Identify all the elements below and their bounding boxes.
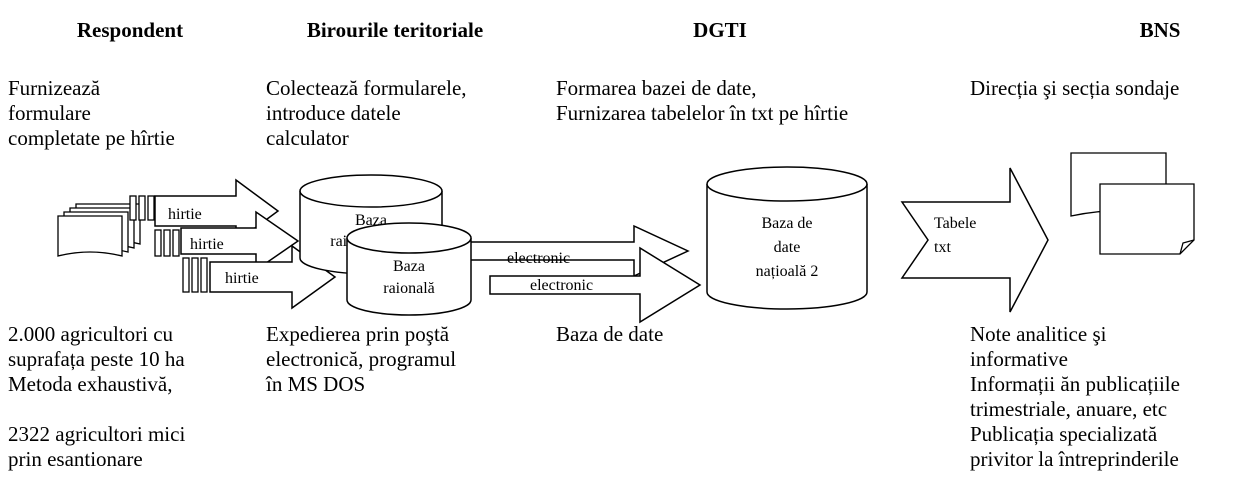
text-line: 2.000 agricultori cu — [8, 322, 174, 346]
db-label: Baza de — [761, 215, 812, 232]
text-line: privitor la întreprinderile — [970, 447, 1179, 471]
text-line: în MS DOS — [266, 372, 366, 396]
header-respondent: Respondent — [76, 18, 184, 42]
text-line: trimestriale, anuare, etc — [970, 397, 1168, 421]
text-line: electronică, programul — [266, 347, 457, 371]
electronic-arrow-label: electronic — [507, 250, 570, 267]
documents-icon — [1070, 152, 1195, 255]
text-line: suprafața peste 10 ha — [8, 347, 185, 371]
respondent-bottom-text: 2.000 agricultori cu suprafața peste 10 … — [8, 322, 185, 472]
respondent-top-text: Furnizează formulare completate pe hîrti… — [8, 76, 175, 151]
paper-arrow-label: hirtie — [225, 270, 259, 287]
header-bns: BNS — [1139, 18, 1181, 42]
text-line: Note analitice şi — [970, 322, 1107, 346]
national-database — [706, 166, 868, 310]
header-dgti: DGTI — [693, 18, 747, 42]
birourile-top-text: Colectează formularele, introduce datele… — [266, 76, 467, 151]
db-label: națioală 2 — [756, 263, 819, 280]
tables-arrow-label: txt — [934, 239, 951, 256]
text-line: Furnizarea tabelelor în txt pe hîrtie — [556, 101, 849, 125]
db-label: Baza — [393, 258, 425, 275]
electronic-arrow-label: electronic — [530, 277, 593, 294]
bns-top-text: Direcția şi secția sondaje — [970, 76, 1179, 101]
paper-arrow-label: hirtie — [190, 236, 224, 253]
text-line: Colectează formularele, — [266, 76, 467, 100]
text-line — [8, 397, 185, 422]
text-line: introduce datele — [266, 101, 401, 125]
db-label: raională — [383, 280, 435, 297]
tables-arrow-label: Tabele — [934, 215, 976, 232]
text-line: formulare — [8, 101, 91, 125]
paper-arrow-label: hirtie — [168, 206, 202, 223]
text-line: Furnizează — [8, 76, 101, 100]
paper-arrow-2 — [180, 210, 300, 272]
text-line: Publicația specializată — [970, 422, 1158, 446]
dgti-top-text: Formarea bazei de date, Furnizarea tabel… — [556, 76, 848, 126]
tables-arrow — [900, 167, 1049, 313]
text-line: Informații ăn publicațiile — [970, 372, 1180, 396]
text-line: informative — [970, 347, 1068, 371]
text-line: prin esantionare — [8, 447, 143, 471]
dgti-bottom-text: Baza de date — [556, 322, 663, 347]
text-line: Metoda exhaustivă, — [8, 372, 173, 396]
text-line: Direcția şi secția sondaje — [970, 76, 1180, 100]
text-line: Expedierea prin poştă — [266, 322, 450, 346]
bns-bottom-text: Note analitice şi informative Informații… — [970, 322, 1180, 472]
regional-database-front — [346, 222, 472, 316]
text-line: Formarea bazei de date, — [556, 76, 757, 100]
text-line: 2322 agricultori mici — [8, 422, 186, 446]
text-line: completate pe hîrtie — [8, 126, 175, 150]
electronic-arrow-2 — [489, 246, 702, 324]
text-line: Baza de date — [556, 322, 664, 346]
header-birourile-teritoriale: Birourile teritoriale — [306, 18, 484, 42]
birourile-bottom-text: Expedierea prin poştă electronică, progr… — [266, 322, 456, 397]
paper-strips-icon — [129, 195, 208, 293]
text-line: calculator — [266, 126, 349, 150]
paper-forms-icon — [57, 203, 141, 257]
db-label: date — [774, 239, 801, 256]
